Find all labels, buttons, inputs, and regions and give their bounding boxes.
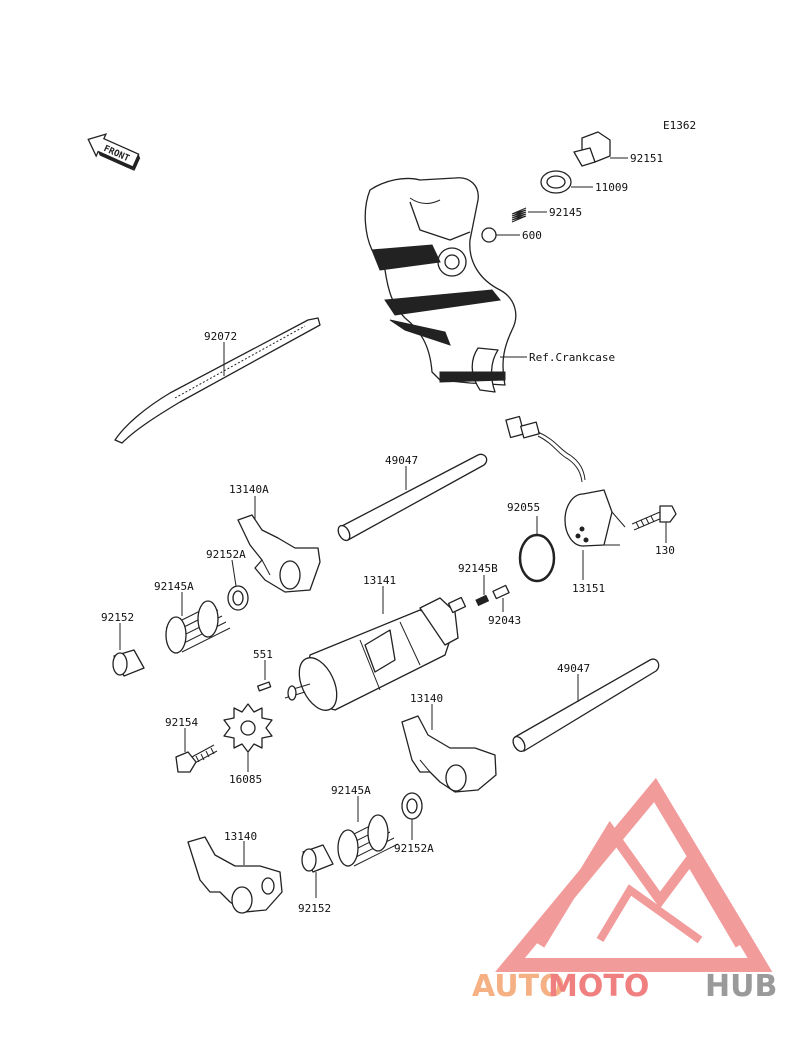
part-label-11009: 11009 (595, 181, 628, 194)
collar-92152a-upper: 92152A (206, 548, 249, 611)
part-label-92152a-upper: 92152A (206, 548, 246, 561)
part-label-92152a-lower: 92152A (394, 842, 434, 855)
shaft-49047-upper: 49047 (337, 453, 488, 542)
front-arrow-icon: FRONT (87, 133, 141, 171)
shift-fork-13140a: 13140A (229, 483, 321, 593)
plug-92151: 92151 (573, 131, 663, 167)
part-label-16085: 16085 (229, 773, 262, 786)
part-label-92055: 92055 (507, 501, 540, 514)
part-label-49047-lower: 49047 (557, 662, 590, 675)
part-label-92151: 92151 (630, 152, 663, 165)
sensor-13151: 13151 (505, 415, 626, 595)
watermark-text-moto: MOTO (548, 969, 649, 1004)
gear-16085: 16085 (223, 703, 273, 786)
watermark-text-auto: AUTO (472, 969, 565, 1004)
spring-92145a-lower: 92145A (331, 784, 399, 867)
watermark-logo (495, 777, 773, 972)
crankcase-reference: Ref.Crankcase (364, 177, 615, 393)
pin-551: 551 (253, 648, 273, 692)
washer-11009: 11009 (540, 170, 628, 194)
part-label-92145b: 92145B (458, 562, 498, 575)
o-ring-92055: 92055 (507, 501, 556, 583)
part-label-13140-lower: 13140 (224, 830, 257, 843)
bolt-92154: 92154 (165, 716, 218, 773)
shift-drum-13141: 13141 (284, 574, 467, 711)
part-label-49047-upper: 49047 (385, 454, 418, 467)
part-label-92152-lower: 92152 (298, 902, 331, 915)
cable-strap-92072: 92072 (114, 317, 321, 444)
part-label-600: 600 (522, 229, 542, 242)
collar-92152a-lower: 92152A (394, 792, 434, 855)
part-label-92145a-upper: 92145A (154, 580, 194, 593)
collar-92152-lower: 92152 (298, 844, 334, 915)
diagram-code: E1362 (663, 119, 696, 132)
spring-92145a-upper: 92145A (154, 580, 231, 654)
bolt-130: 130 (631, 505, 677, 557)
shift-fork-13140-lower: 13140 (187, 830, 283, 914)
pin-92043: 92043 (488, 584, 521, 627)
part-label-92145a-lower: 92145A (331, 784, 371, 797)
part-label-92072: 92072 (204, 330, 237, 343)
shaft-49047-lower: 49047 (512, 658, 660, 753)
part-label-551: 551 (253, 648, 273, 661)
part-label-13140-middle: 13140 (410, 692, 443, 705)
part-label-130: 130 (655, 544, 675, 557)
part-label-92154: 92154 (165, 716, 198, 729)
spring-92145: 92145 (511, 206, 582, 223)
spring-92145b: 92145B (458, 562, 498, 607)
collar-92152-left: 92152 (101, 611, 145, 677)
part-label-13140a: 13140A (229, 483, 269, 496)
part-label-13141: 13141 (363, 574, 396, 587)
part-label-92145: 92145 (549, 206, 582, 219)
ball-600: 600 (481, 227, 542, 243)
part-label-13151: 13151 (572, 582, 605, 595)
part-label-92152-left: 92152 (101, 611, 134, 624)
shift-fork-13140-middle: 13140 (401, 692, 497, 793)
part-label-92043: 92043 (488, 614, 521, 627)
ref-crankcase-label: Ref.Crankcase (529, 351, 615, 364)
watermark-text-hub: HUB (705, 969, 777, 1004)
